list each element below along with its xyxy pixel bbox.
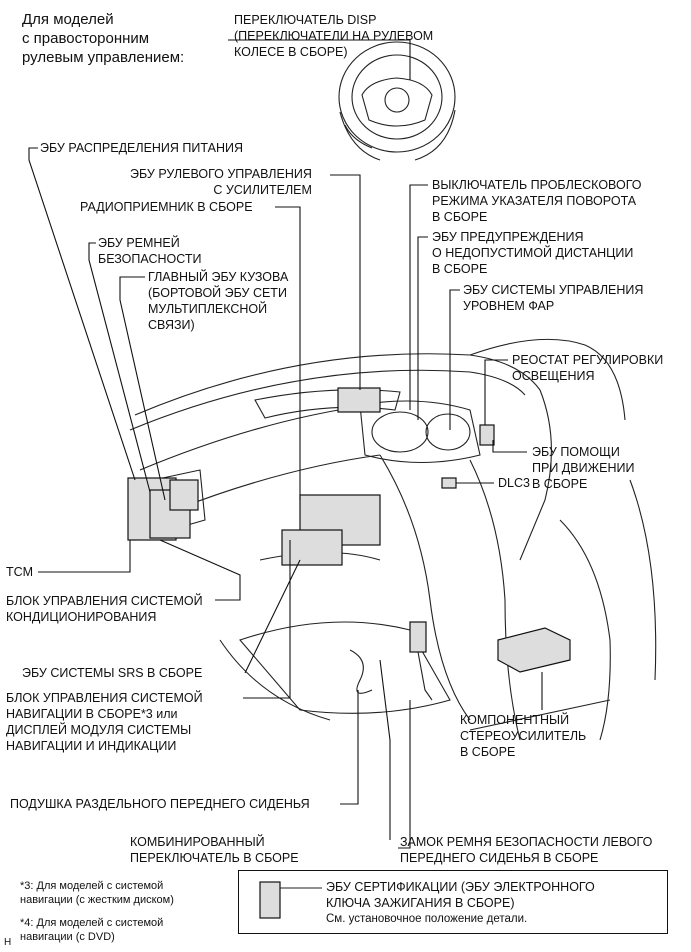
label-line: КОМПОНЕНТНЫЙ [460, 713, 570, 727]
dashboard-illustration [129, 338, 657, 741]
label-line: НАВИГАЦИИ И ИНДИКАЦИИ [6, 739, 177, 753]
label-line: МУЛЬТИПЛЕКСНОЙ [148, 302, 268, 316]
label-main-body-ecu: ГЛАВНЫЙ ЭБУ КУЗОВА (БОРТОВОЙ ЭБУ СЕТИ МУ… [148, 269, 288, 333]
label-seatbelt-buckle: ЗАМОК РЕМНЯ БЕЗОПАСНОСТИ ЛЕВОГО ПЕРЕДНЕГ… [400, 834, 652, 866]
ac-control-part [281, 529, 343, 566]
eps-ecu-part [337, 387, 381, 413]
label-line: ЭБУ ПРЕДУПРЕЖДЕНИЯ [432, 230, 584, 244]
stereo-amplifier-part [497, 627, 571, 673]
label-seatbelt-ecu: ЭБУ РЕМНЕЙ БЕЗОПАСНОСТИ [98, 235, 201, 267]
header-line: рулевым управлением: [22, 49, 185, 66]
label-seat-cushion: ПОДУШКА РАЗДЕЛЬНОГО ПЕРЕДНЕГО СИДЕНЬЯ [10, 796, 310, 812]
header-note: Для моделей с правосторонним рулевым упр… [22, 10, 184, 67]
label-line: (ПЕРЕКЛЮЧАТЕЛИ НА РУЛЕВОМ [234, 29, 434, 43]
label-line: В СБОРЕ [432, 262, 488, 276]
legend-note: См. установочное положение детали. [326, 913, 528, 925]
label-dlc3: DLC3 [498, 475, 530, 491]
label-disp-switch: ПЕРЕКЛЮЧАТЕЛЬ DISP (ПЕРЕКЛЮЧАТЕЛИ НА РУЛ… [234, 12, 433, 60]
label-distance-warning-ecu: ЭБУ ПРЕДУПРЕЖДЕНИЯ О НЕДОПУСТИМОЙ ДИСТАН… [432, 229, 633, 277]
label-line: РАДИОПРИЕМНИК В СБОРЕ [80, 200, 253, 214]
seatbelt-ecu-part [169, 479, 199, 511]
label-line: ПЕРЕКЛЮЧАТЕЛЬ В СБОРЕ [130, 851, 299, 865]
legend-line: КЛЮЧА ЗАЖИГАНИЯ В СБОРЕ) [326, 896, 515, 910]
label-line: ЭБУ РЕМНЕЙ [98, 236, 180, 250]
corner-mark: H [4, 937, 12, 948]
certification-ecu-icon [259, 881, 322, 919]
dlc3-part [441, 477, 457, 489]
parts [127, 387, 571, 701]
label-headlamp-leveling-ecu: ЭБУ СИСТЕМЫ УПРАВЛЕНИЯ УРОВНЕМ ФАР [463, 282, 643, 314]
label-line: ПЕРЕКЛЮЧАТЕЛЬ DISP [234, 13, 377, 27]
footnote-line: *3: Для моделей с системой [20, 880, 164, 892]
label-line: TCM [6, 565, 34, 579]
label-line: В СБОРЕ [432, 210, 488, 224]
label-line: ЭБУ РАСПРЕДЕЛЕНИЯ ПИТАНИЯ [40, 141, 243, 155]
label-combination-switch: КОМБИНИРОВАННЫЙ ПЕРЕКЛЮЧАТЕЛЬ В СБОРЕ [130, 834, 299, 866]
label-tcm: TCM [6, 564, 33, 580]
steering-wheel-illustration [338, 41, 456, 161]
label-eps-ecu: ЭБУ РУЛЕВОГО УПРАВЛЕНИЯ С УСИЛИТЕЛЕМ [130, 166, 312, 198]
label-flasher-switch: ВЫКЛЮЧАТЕЛЬ ПРОБЛЕСКОВОГО РЕЖИМА УКАЗАТЕ… [432, 177, 642, 225]
label-line: РЕОСТАТ РЕГУЛИРОВКИ [512, 353, 664, 367]
label-line: КОМБИНИРОВАННЫЙ [130, 835, 265, 849]
label-line: СВЯЗИ) [148, 318, 195, 332]
label-line: НАВИГАЦИИ В СБОРЕ*3 или [6, 707, 178, 721]
label-line: ЗАМОК РЕМНЯ БЕЗОПАСНОСТИ ЛЕВОГО [400, 835, 653, 849]
label-line: ЭБУ ПОМОЩИ [532, 445, 620, 459]
label-line: БЛОК УПРАВЛЕНИЯ СИСТЕМОЙ [6, 691, 203, 705]
footnote-3: *3: Для моделей с системой навигации (с … [20, 879, 174, 907]
legend-box [238, 870, 668, 934]
label-line: БЕЗОПАСНОСТИ [98, 252, 202, 266]
label-stereo-amplifier: КОМПОНЕНТНЫЙ СТЕРЕОУСИЛИТЕЛЬ В СБОРЕ [460, 712, 586, 760]
label-ac-control: БЛОК УПРАВЛЕНИЯ СИСТЕМОЙ КОНДИЦИОНИРОВАН… [6, 593, 203, 625]
label-rheostat: РЕОСТАТ РЕГУЛИРОВКИ ОСВЕЩЕНИЯ [512, 352, 663, 384]
label-line: ВЫКЛЮЧАТЕЛЬ ПРОБЛЕСКОВОГО [432, 178, 642, 192]
label-line: В СБОРЕ [532, 477, 588, 491]
rheostat-part [479, 424, 495, 446]
seatbelt-buckle-part [409, 621, 427, 653]
label-line: ЭБУ РУЛЕВОГО УПРАВЛЕНИЯ [130, 167, 312, 181]
label-line: ПЕРЕДНЕГО СИДЕНЬЯ В СБОРЕ [400, 851, 599, 865]
label-srs-ecu: ЭБУ СИСТЕМЫ SRS В СБОРЕ [22, 665, 202, 681]
label-line: КОЛЕСЕ В СБОРЕ) [234, 45, 348, 59]
legend-line: ЭБУ СЕРТИФИКАЦИИ (ЭБУ ЭЛЕКТРОННОГО [326, 880, 595, 894]
leader-lines [28, 39, 543, 849]
label-line: КОНДИЦИОНИРОВАНИЯ [6, 610, 157, 624]
footnote-line: навигации (с жестким диском) [20, 894, 174, 906]
label-line: ПРИ ДВИЖЕНИИ [532, 461, 635, 475]
footnote-line: навигации (с DVD) [20, 931, 115, 943]
label-line: (БОРТОВОЙ ЭБУ СЕТИ [148, 286, 287, 300]
label-line: О НЕДОПУСТИМОЙ ДИСТАНЦИИ [432, 246, 634, 260]
seat-cushion-sensor-part [349, 649, 373, 694]
legend-certification-ecu: ЭБУ СЕРТИФИКАЦИИ (ЭБУ ЭЛЕКТРОННОГО КЛЮЧА… [326, 879, 595, 928]
label-line: В СБОРЕ [460, 745, 516, 759]
header-line: Для моделей [22, 11, 114, 28]
footnote-4: *4: Для моделей с системой навигации (с … [20, 916, 163, 944]
label-line: УРОВНЕМ ФАР [463, 299, 555, 313]
label-power-distribution-ecu: ЭБУ РАСПРЕДЕЛЕНИЯ ПИТАНИЯ [40, 140, 243, 156]
label-line: ПОДУШКА РАЗДЕЛЬНОГО ПЕРЕДНЕГО СИДЕНЬЯ [10, 797, 310, 811]
footnote-line: *4: Для моделей с системой [20, 917, 164, 929]
label-driving-support-ecu: ЭБУ ПОМОЩИ ПРИ ДВИЖЕНИИ В СБОРЕ [532, 444, 634, 492]
label-radio: РАДИОПРИЕМНИК В СБОРЕ [80, 199, 253, 215]
label-line: ГЛАВНЫЙ ЭБУ КУЗОВА [148, 270, 289, 284]
label-line: DLC3 [498, 476, 530, 490]
label-line: С УСИЛИТЕЛЕМ [213, 183, 312, 197]
header-line: с правосторонним [22, 30, 150, 47]
label-line: ДИСПЛЕЙ МОДУЛЯ СИСТЕМЫ [6, 723, 192, 737]
label-line: СТЕРЕОУСИЛИТЕЛЬ [460, 729, 587, 743]
label-line: БЛОК УПРАВЛЕНИЯ СИСТЕМОЙ [6, 594, 203, 608]
label-line: РЕЖИМА УКАЗАТЕЛЯ ПОВОРОТА [432, 194, 637, 208]
label-line: ОСВЕЩЕНИЯ [512, 369, 595, 383]
label-line: ЭБУ СИСТЕМЫ SRS В СБОРЕ [22, 666, 203, 680]
label-navigation-unit: БЛОК УПРАВЛЕНИЯ СИСТЕМОЙ НАВИГАЦИИ В СБО… [6, 690, 203, 754]
label-line: ЭБУ СИСТЕМЫ УПРАВЛЕНИЯ [463, 283, 644, 297]
